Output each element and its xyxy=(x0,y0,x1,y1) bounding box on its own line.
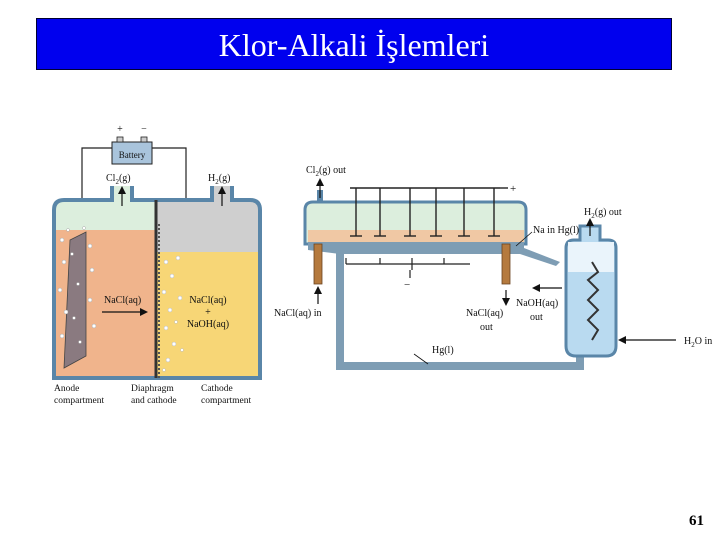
cathode-caption-2: compartment xyxy=(201,396,251,406)
nacl-in-label: NaCl(aq) in xyxy=(274,308,322,319)
anode-array xyxy=(350,187,508,237)
decomposer-packing xyxy=(586,261,600,341)
h2-gas-label: H2(g) xyxy=(208,173,230,186)
hg-label: Hg(l) xyxy=(432,345,454,356)
mercury-cell-plus: + xyxy=(510,183,516,195)
h2o-in-label: H2O in xyxy=(684,336,712,349)
cathode-caption-1: Cathode xyxy=(201,384,233,394)
anode-caption-1: Anode xyxy=(54,384,79,394)
cathode-solution-plus: + xyxy=(205,307,211,318)
nacl-out-label-1: NaCl(aq) xyxy=(466,308,503,319)
anode-caption-2: compartment xyxy=(54,396,104,406)
h2-out-label: H2(g) out xyxy=(584,207,622,220)
chlorine-bubbles xyxy=(57,226,97,344)
hydrogen-bubbles xyxy=(161,255,184,372)
support-left xyxy=(313,243,323,285)
cathode-solution-label-2: NaOH(aq) xyxy=(187,319,229,330)
support-right xyxy=(501,243,511,285)
diaphragm-cell: Battery + − xyxy=(52,124,262,406)
anode-gas-space xyxy=(54,186,156,230)
naoh-out-label-1: NaOH(aq) xyxy=(516,298,558,309)
diaphragm-caption-2: and cathode xyxy=(131,396,177,406)
hg-leader xyxy=(413,353,429,365)
nacl-out-label-2: out xyxy=(480,322,493,333)
slide-title: Klor-Alkali İşlemleri xyxy=(218,27,490,63)
battery-minus: − xyxy=(141,124,147,135)
na-in-hg-leader xyxy=(515,231,533,247)
battery xyxy=(111,141,153,165)
mercury-return-pipe xyxy=(336,250,584,370)
diaphragm-caption-1: Diaphragm xyxy=(131,384,174,394)
cl2-gas-label: Cl2(g) xyxy=(106,173,131,186)
mercury-cell: + − Cl2(g) out Na in Hg(l) H2(g) out NaC… xyxy=(274,165,712,370)
anode-electrode xyxy=(63,231,87,369)
cathode-contacts xyxy=(345,258,470,278)
mercury-layer xyxy=(308,242,560,266)
title-bar: Klor-Alkali İşlemleri xyxy=(36,18,672,70)
anode-solution-label: NaCl(aq) xyxy=(104,295,141,306)
page-number: 61 xyxy=(689,513,704,529)
mercury-cell-minus: − xyxy=(404,279,410,291)
na-in-hg-label: Na in Hg(l) xyxy=(533,225,579,236)
battery-label: Battery xyxy=(119,150,146,160)
naoh-out-label-2: out xyxy=(530,312,543,323)
cathode-solution-label-1: NaCl(aq) xyxy=(189,295,226,306)
cathode-gas-space xyxy=(156,186,260,252)
decomposer-headspace xyxy=(568,242,614,272)
catholyte xyxy=(156,252,260,378)
battery-plus: + xyxy=(117,124,123,135)
cl2-out-label: Cl2(g) out xyxy=(306,165,346,178)
